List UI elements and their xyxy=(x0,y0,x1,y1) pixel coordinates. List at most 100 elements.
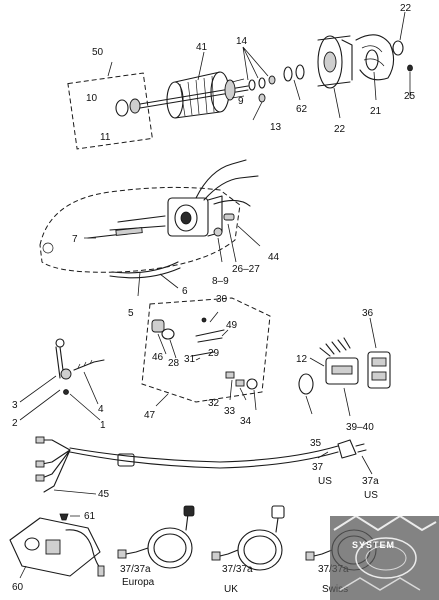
base-plate xyxy=(9,517,101,577)
label-28: 28 xyxy=(168,358,180,369)
armature-assembly xyxy=(67,11,413,150)
switch-lever-assembly xyxy=(19,338,105,421)
bearing-11 xyxy=(129,98,141,114)
speed-control-group-47 xyxy=(141,297,271,411)
housing-outline xyxy=(39,186,241,273)
screw-25 xyxy=(407,64,413,72)
field-assembly xyxy=(39,159,261,297)
lever-pivot xyxy=(55,338,65,348)
part-26-27 xyxy=(223,213,235,221)
part-31 xyxy=(191,351,215,357)
label-12: 12 xyxy=(296,354,308,365)
watermark-text: SYSTEM xyxy=(352,540,395,550)
cord-europa xyxy=(117,505,195,569)
caption-us-2: US xyxy=(364,490,378,501)
label-37: 37 xyxy=(312,462,324,473)
field-coil xyxy=(167,195,223,237)
cord-sleeve xyxy=(117,453,135,467)
label-3: 3 xyxy=(12,400,18,411)
base-plate-60 xyxy=(9,513,105,579)
label-44: 44 xyxy=(268,252,280,263)
group-47-box xyxy=(141,297,271,403)
screw-61 xyxy=(59,513,69,521)
label-11: 11 xyxy=(100,132,111,143)
label-34: 34 xyxy=(240,416,252,427)
label-7: 7 xyxy=(72,234,78,245)
label-22-bottom: 22 xyxy=(334,124,346,135)
caption-europa: Europa xyxy=(122,577,155,588)
label-47: 47 xyxy=(144,410,156,421)
watermark-logo: SYSTEM xyxy=(330,514,439,600)
label-2: 2 xyxy=(12,418,18,429)
bearing-10 xyxy=(115,99,129,117)
label-60: 60 xyxy=(12,582,24,593)
label-33: 33 xyxy=(224,406,236,417)
label-10: 10 xyxy=(86,93,98,104)
wire-6 xyxy=(109,261,181,279)
label-13: 13 xyxy=(270,122,282,133)
group-50-box xyxy=(67,72,153,150)
label-29: 29 xyxy=(208,348,220,359)
label-61: 61 xyxy=(84,511,96,522)
part-32 xyxy=(225,371,235,379)
label-46: 46 xyxy=(152,352,164,363)
caption-us-1: US xyxy=(318,476,332,487)
part-13 xyxy=(258,93,266,103)
label-35: 35 xyxy=(310,438,322,449)
spring-4 xyxy=(73,359,105,371)
washer-22 xyxy=(392,40,404,56)
us-plug xyxy=(337,439,357,459)
cord-uk xyxy=(211,505,285,571)
europa-plug xyxy=(183,505,195,517)
label-41: 41 xyxy=(196,42,208,53)
cord-body xyxy=(69,445,339,469)
washer-14b xyxy=(258,77,266,89)
strain-relief-35 xyxy=(298,373,314,395)
label-5: 5 xyxy=(128,308,134,319)
label-9: 9 xyxy=(238,96,244,107)
washer-14c xyxy=(268,75,276,85)
label-62: 62 xyxy=(296,104,308,115)
cord-leads xyxy=(41,439,71,493)
label-4: 4 xyxy=(98,404,104,415)
switch-body xyxy=(325,357,359,385)
switch-36 xyxy=(367,351,391,389)
label-31: 31 xyxy=(184,354,196,365)
ring-62 xyxy=(283,66,293,82)
screw-1 xyxy=(63,389,69,395)
label-37a: 37a xyxy=(362,476,379,487)
washer-14a xyxy=(248,79,256,91)
label-37-37a-uk: 37/37a xyxy=(222,564,253,575)
label-45: 45 xyxy=(98,489,110,500)
end-bell-22 xyxy=(317,35,353,89)
label-22-top: 22 xyxy=(400,3,412,14)
label-26-27: 26–27 xyxy=(232,264,260,275)
label-8-9: 8–9 xyxy=(212,276,229,287)
caption-uk: UK xyxy=(224,584,238,595)
label-14: 14 xyxy=(236,36,248,47)
part-33 xyxy=(235,379,245,387)
part-46 xyxy=(151,319,165,333)
label-49: 49 xyxy=(226,320,238,331)
label-30: 30 xyxy=(216,294,228,305)
armature-41 xyxy=(166,71,245,119)
part-30 xyxy=(201,317,207,323)
part-29 xyxy=(195,329,225,343)
label-36: 36 xyxy=(362,308,374,319)
label-21: 21 xyxy=(370,106,382,117)
terminal-leads-12 xyxy=(319,337,351,357)
fan-21 xyxy=(355,34,395,81)
part-28 xyxy=(161,328,175,340)
label-37-37a-europa: 37/37a xyxy=(120,564,151,575)
field-leads xyxy=(195,159,259,207)
label-6: 6 xyxy=(182,286,188,297)
label-39-40: 39–40 xyxy=(346,422,374,433)
power-cord-37 xyxy=(35,436,373,495)
uk-plug xyxy=(271,505,285,519)
part-44 xyxy=(213,227,223,237)
switch-assembly xyxy=(298,317,391,417)
label-25: 25 xyxy=(404,91,416,102)
part-34 xyxy=(246,378,258,390)
label-1: 1 xyxy=(100,420,106,431)
